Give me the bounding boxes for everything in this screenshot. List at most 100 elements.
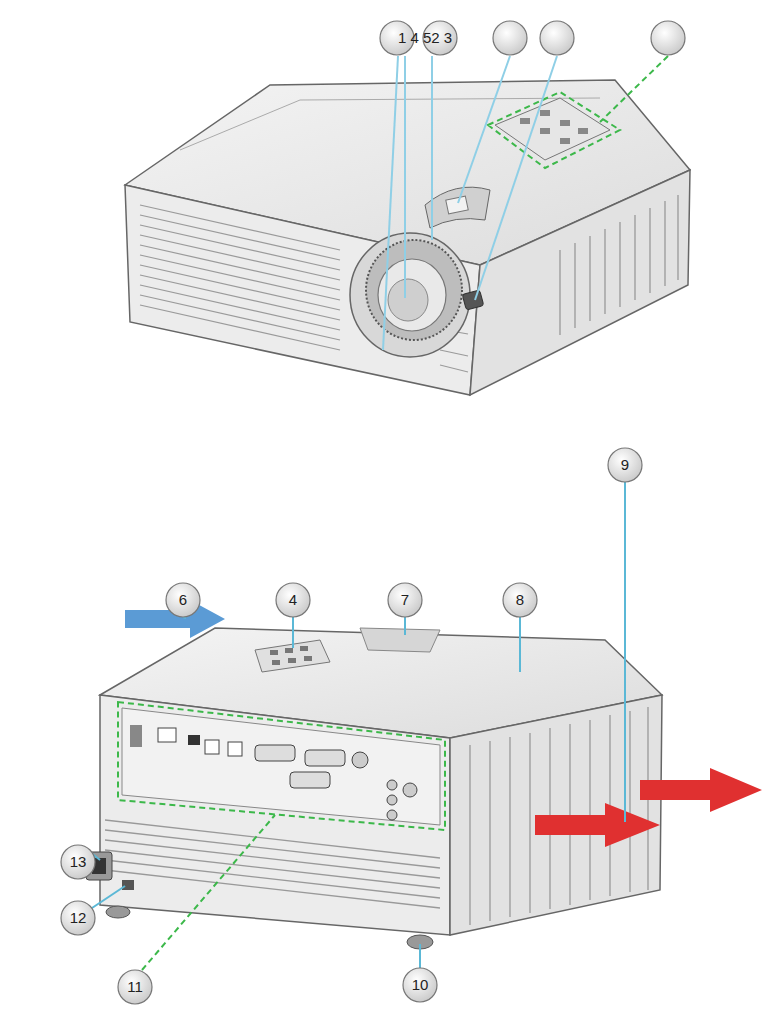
front-vents-part [140,265,340,310]
callout-labels: 1 4 52 36478913121110 [70,29,630,995]
projector-rear-view-part [450,695,662,935]
callout-number: 10 [412,976,429,993]
rear-vents-part [509,737,510,917]
rear-vents-part [529,733,530,913]
rear-keypad-part [272,660,280,665]
zoom-lever-part [446,196,468,214]
rear-vents-part [105,840,440,878]
callout-circles-top-part [493,21,527,55]
leader-lines-top-part [475,56,557,300]
rear-keypad-part [300,646,308,651]
io-panel-part [352,752,368,768]
leader-lines-top-part [404,56,406,298]
callout-circles-bottom-part [608,448,642,482]
side-vents-part [604,229,605,314]
front-vents-part [140,245,340,290]
zoom-lever [425,187,490,228]
leader-lines-top-part [383,56,398,350]
io-panel-part [130,725,142,747]
side-vents-part [559,250,560,335]
front-vents-part [140,215,340,260]
callout-circles-bottom-part [388,583,422,617]
callout-circles-bottom [61,448,642,1004]
lens-part [366,240,462,340]
front-vents-part [440,365,468,372]
io-panel-part [387,810,397,820]
io-panel-part [305,750,345,766]
projector-rear-view [86,600,762,949]
rear-vents-part [105,870,440,908]
lens-part [388,279,428,321]
callout-circles-top-part [651,21,685,55]
front-vents-part [140,205,340,250]
io-panel-part [387,780,397,790]
projector-rear-view-part [360,628,440,652]
leader-lines-bottom-part [419,944,421,968]
callout-number: 7 [401,591,409,608]
keypad-part [488,92,620,168]
security-slot [122,880,134,890]
rear-vents-part [589,720,590,900]
feet [106,906,433,949]
leader-lines-top-part [458,56,510,203]
callout-number: 9 [621,456,629,473]
keypad-part [560,138,570,144]
io-panel-part [255,745,295,761]
rear-vents-part [489,741,490,921]
leader-lines-bottom-part [624,481,626,822]
rear-keypad-part [288,658,296,663]
callout-number: 12 [70,909,87,926]
ir-receiver-part [462,290,484,310]
keypad-part [540,110,550,116]
io-panel-part [188,735,200,745]
io-panel-part [290,772,330,788]
keypad-part [520,118,530,124]
front-vents-part [140,295,340,340]
leader-lines-top [383,56,557,350]
io-panel-part [387,795,397,805]
side-vents-part [634,215,635,300]
keypad-part [560,120,570,126]
callout-number: 13 [70,853,87,870]
leader-line-dashed [600,56,668,122]
rear-keypad-part [304,656,312,661]
leader-lines-bottom-part [92,886,125,908]
io-panel-part [122,708,440,825]
callout-number: 1 4 52 3 [398,29,452,46]
rear-vents-part [469,745,470,925]
callout-circles-bottom-part [61,845,95,879]
io-panel-part [158,728,176,742]
side-vents-part [619,222,620,307]
leader-line-dashed [142,815,275,970]
projector-front-view [125,80,690,395]
lens [350,233,470,357]
rear-keypad-part [270,650,278,655]
callout-number: 4 [289,591,297,608]
airflow-arrows [125,600,762,847]
front-vents-part [440,350,468,356]
leader-lines-bottom [90,481,625,968]
rear-keypad-part [285,648,293,653]
front-vents-part [140,235,340,280]
leader-lines-bottom-part [519,617,521,672]
io-panel-part [205,740,219,754]
ir-receiver [462,290,484,310]
io-panel-part [228,742,242,756]
callout-circles-bottom-part [403,968,437,1002]
rear-vents-part [569,724,570,905]
feet-part [106,906,130,918]
keypad-part [495,98,610,160]
io-panel [118,702,445,830]
callout-number: 6 [179,591,187,608]
callout-circles-top [380,21,685,55]
callout-number: 11 [127,978,143,995]
io-panel-part [403,783,417,797]
lens-part [378,259,446,331]
zoom-lever-part [425,187,490,228]
side-vents-part [649,208,650,293]
front-vents-part [140,305,340,350]
callout-circles-bottom-part [61,901,95,935]
side-vents [560,195,678,335]
